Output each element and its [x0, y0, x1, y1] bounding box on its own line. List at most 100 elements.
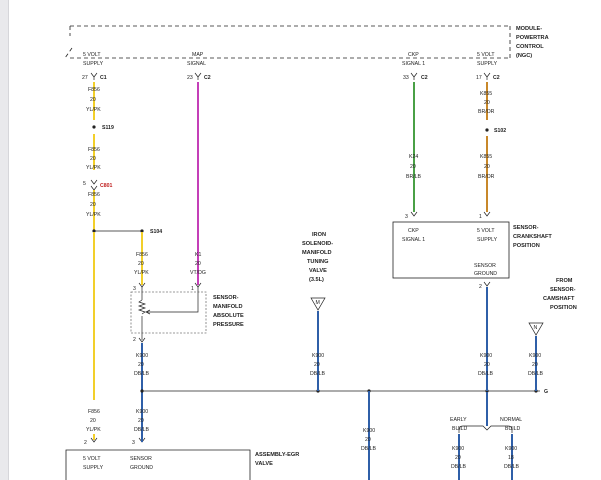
pin2-connector: C2 [204, 75, 211, 81]
orange1-color: BR/OR [478, 109, 495, 115]
ckp-title-line1: SENSOR- [513, 225, 539, 231]
egr-yellow-color: YL/PK [86, 427, 101, 433]
map-wire-color: VT/DG [190, 270, 206, 276]
egr-assembly: 2 3 5 VOLT SUPPLY SENSOR GROUND ASSEMBLY… [65, 437, 299, 480]
egr-supply-label2: SUPPLY [83, 465, 104, 471]
normal-wire-color: DB/LB [504, 464, 520, 470]
map-title-line1: SENSOR- [213, 295, 239, 301]
module-title-line1: MODULE- [516, 26, 542, 32]
ckp-connectors [410, 211, 491, 217]
ground-g-label: G [544, 389, 548, 395]
cam-line4: POSITION [550, 305, 577, 311]
ckp-sensor-box [392, 221, 510, 279]
yellow-wire1-id: F856 [88, 87, 100, 93]
map-ground-color: DB/LB [134, 371, 150, 377]
iron-line1: IRON [312, 232, 326, 238]
normal-wire-gauge: 18 [508, 455, 514, 461]
egr-ground-label1: SENSOR [130, 456, 152, 462]
iron-line6: (3.5L) [309, 277, 324, 283]
yellow-wire2-id: F856 [88, 147, 100, 153]
iron-line3: MANIFOLD [302, 250, 332, 256]
mid-ground-color: DB/LB [361, 446, 377, 452]
yellow-branch-color: YL/PK [134, 270, 149, 276]
map-wiper-arrow [145, 309, 151, 315]
iron-line2: SOLENOID- [302, 241, 333, 247]
pin2-label2: SIGNAL [187, 61, 206, 67]
map-resistor [137, 299, 147, 315]
splice-s102-dot [485, 128, 489, 132]
cam-ground-id: K900 [529, 353, 541, 359]
pin4-connector: C2 [493, 75, 500, 81]
ckp-pin-right: 1 [479, 214, 482, 220]
pin3-connector: C2 [421, 75, 428, 81]
splice-s102-label: S102 [494, 128, 506, 134]
pin4-label1: 5 VOLT [477, 52, 495, 58]
map-wire-id: K1 [195, 252, 201, 258]
mid-ground-gauge: 20 [365, 437, 371, 443]
yellow-wire1-gauge: 20 [90, 97, 96, 103]
c801-label: C801 [100, 183, 113, 189]
ckp-pin-left: 3 [405, 214, 408, 220]
ckp-ground-color: DB/LB [478, 371, 494, 377]
pin2-connector-symbol [194, 72, 202, 80]
module-title-line3: CONTROL [516, 44, 544, 50]
pin3-number: 33 [403, 75, 409, 81]
pin1-label1: 5 VOLT [83, 52, 101, 58]
ckp-circuits: K24 20 BR/LB K855 20 BR/OR S102 K855 20 … [406, 82, 506, 212]
ckp-signal-label2: SIGNAL 1 [402, 237, 425, 243]
map-ground-gauge: 20 [138, 362, 144, 368]
early-wire-id: K900 [452, 446, 464, 452]
map-pin-left: 3 [133, 286, 136, 292]
c801-connector-symbol [90, 179, 98, 191]
ckp-ground-label1: SENSOR [474, 263, 496, 269]
orange1-gauge: 20 [484, 100, 490, 106]
normal-label2: BUILD [505, 426, 521, 432]
green-wire-color: BR/LB [406, 174, 422, 180]
ckp-sensor: 3 1 CKP SIGNAL 1 5 VOLT SUPPLY SENSOR GR… [392, 211, 552, 391]
map-pin-right: 1 [191, 286, 194, 292]
map-title-line3: ABSOLUTE [213, 313, 244, 319]
green-wire-id: K24 [409, 154, 418, 160]
map-title-line2: MANIFOLD [213, 304, 243, 310]
ckp-ground-connector [483, 281, 491, 287]
ckp-pin-ground: 2 [479, 284, 482, 290]
early-label2: BUILD [452, 426, 468, 432]
egr-title-line1: ASSEMBLY-EGR [255, 452, 299, 458]
map-wire-gauge: 20 [195, 261, 201, 267]
splice-s119-dot [92, 125, 96, 129]
mid-ground-drop: K900 20 DB/LB [361, 391, 377, 480]
c801-pin: 5 [83, 181, 86, 187]
pin4-number: 17 [476, 75, 482, 81]
ckp-signal-label1: CKP [408, 228, 419, 234]
orange2-gauge: 20 [484, 164, 490, 170]
yellow-branch-id: F856 [136, 252, 148, 258]
yellow-wire3-color: YL/PK [86, 212, 101, 218]
mid-ground-id: K900 [363, 428, 375, 434]
egr-ground-id: K900 [136, 409, 148, 415]
cam-marker-triangle [528, 322, 544, 336]
map-signal-circuit: K1 20 VT/DG [190, 82, 206, 285]
egr-connectors [90, 437, 146, 443]
pin3-connector-symbol [410, 72, 418, 80]
map-wiper-line [147, 287, 199, 313]
egr-ground-color: DB/LB [134, 427, 150, 433]
egr-title-line2: VALVE [255, 461, 273, 467]
normal-label1: NORMAL [500, 417, 522, 423]
pin1-label2: SUPPLY [83, 61, 104, 67]
pin2-number: 23 [187, 75, 193, 81]
iron-marker-letter: M [316, 300, 320, 306]
yellow-branch-gauge: 20 [138, 261, 144, 267]
ckp-title-line3: POSITION [513, 243, 540, 249]
normal-wire-id: K900 [505, 446, 517, 452]
egr-yellow-id: F856 [88, 409, 100, 415]
splice-s104-label: S104 [150, 229, 162, 235]
iron-wire-id: K900 [312, 353, 324, 359]
pin1-connector-symbol [90, 72, 98, 80]
cam-line2: SENSOR- [550, 287, 576, 293]
cam-ground-gauge: 20 [532, 362, 538, 368]
module-title-line4: (NGC) [516, 53, 532, 59]
egr-ground-gauge: 20 [138, 418, 144, 424]
iron-wire-gauge: 20 [314, 362, 320, 368]
pin4-connector-symbol [483, 72, 491, 80]
